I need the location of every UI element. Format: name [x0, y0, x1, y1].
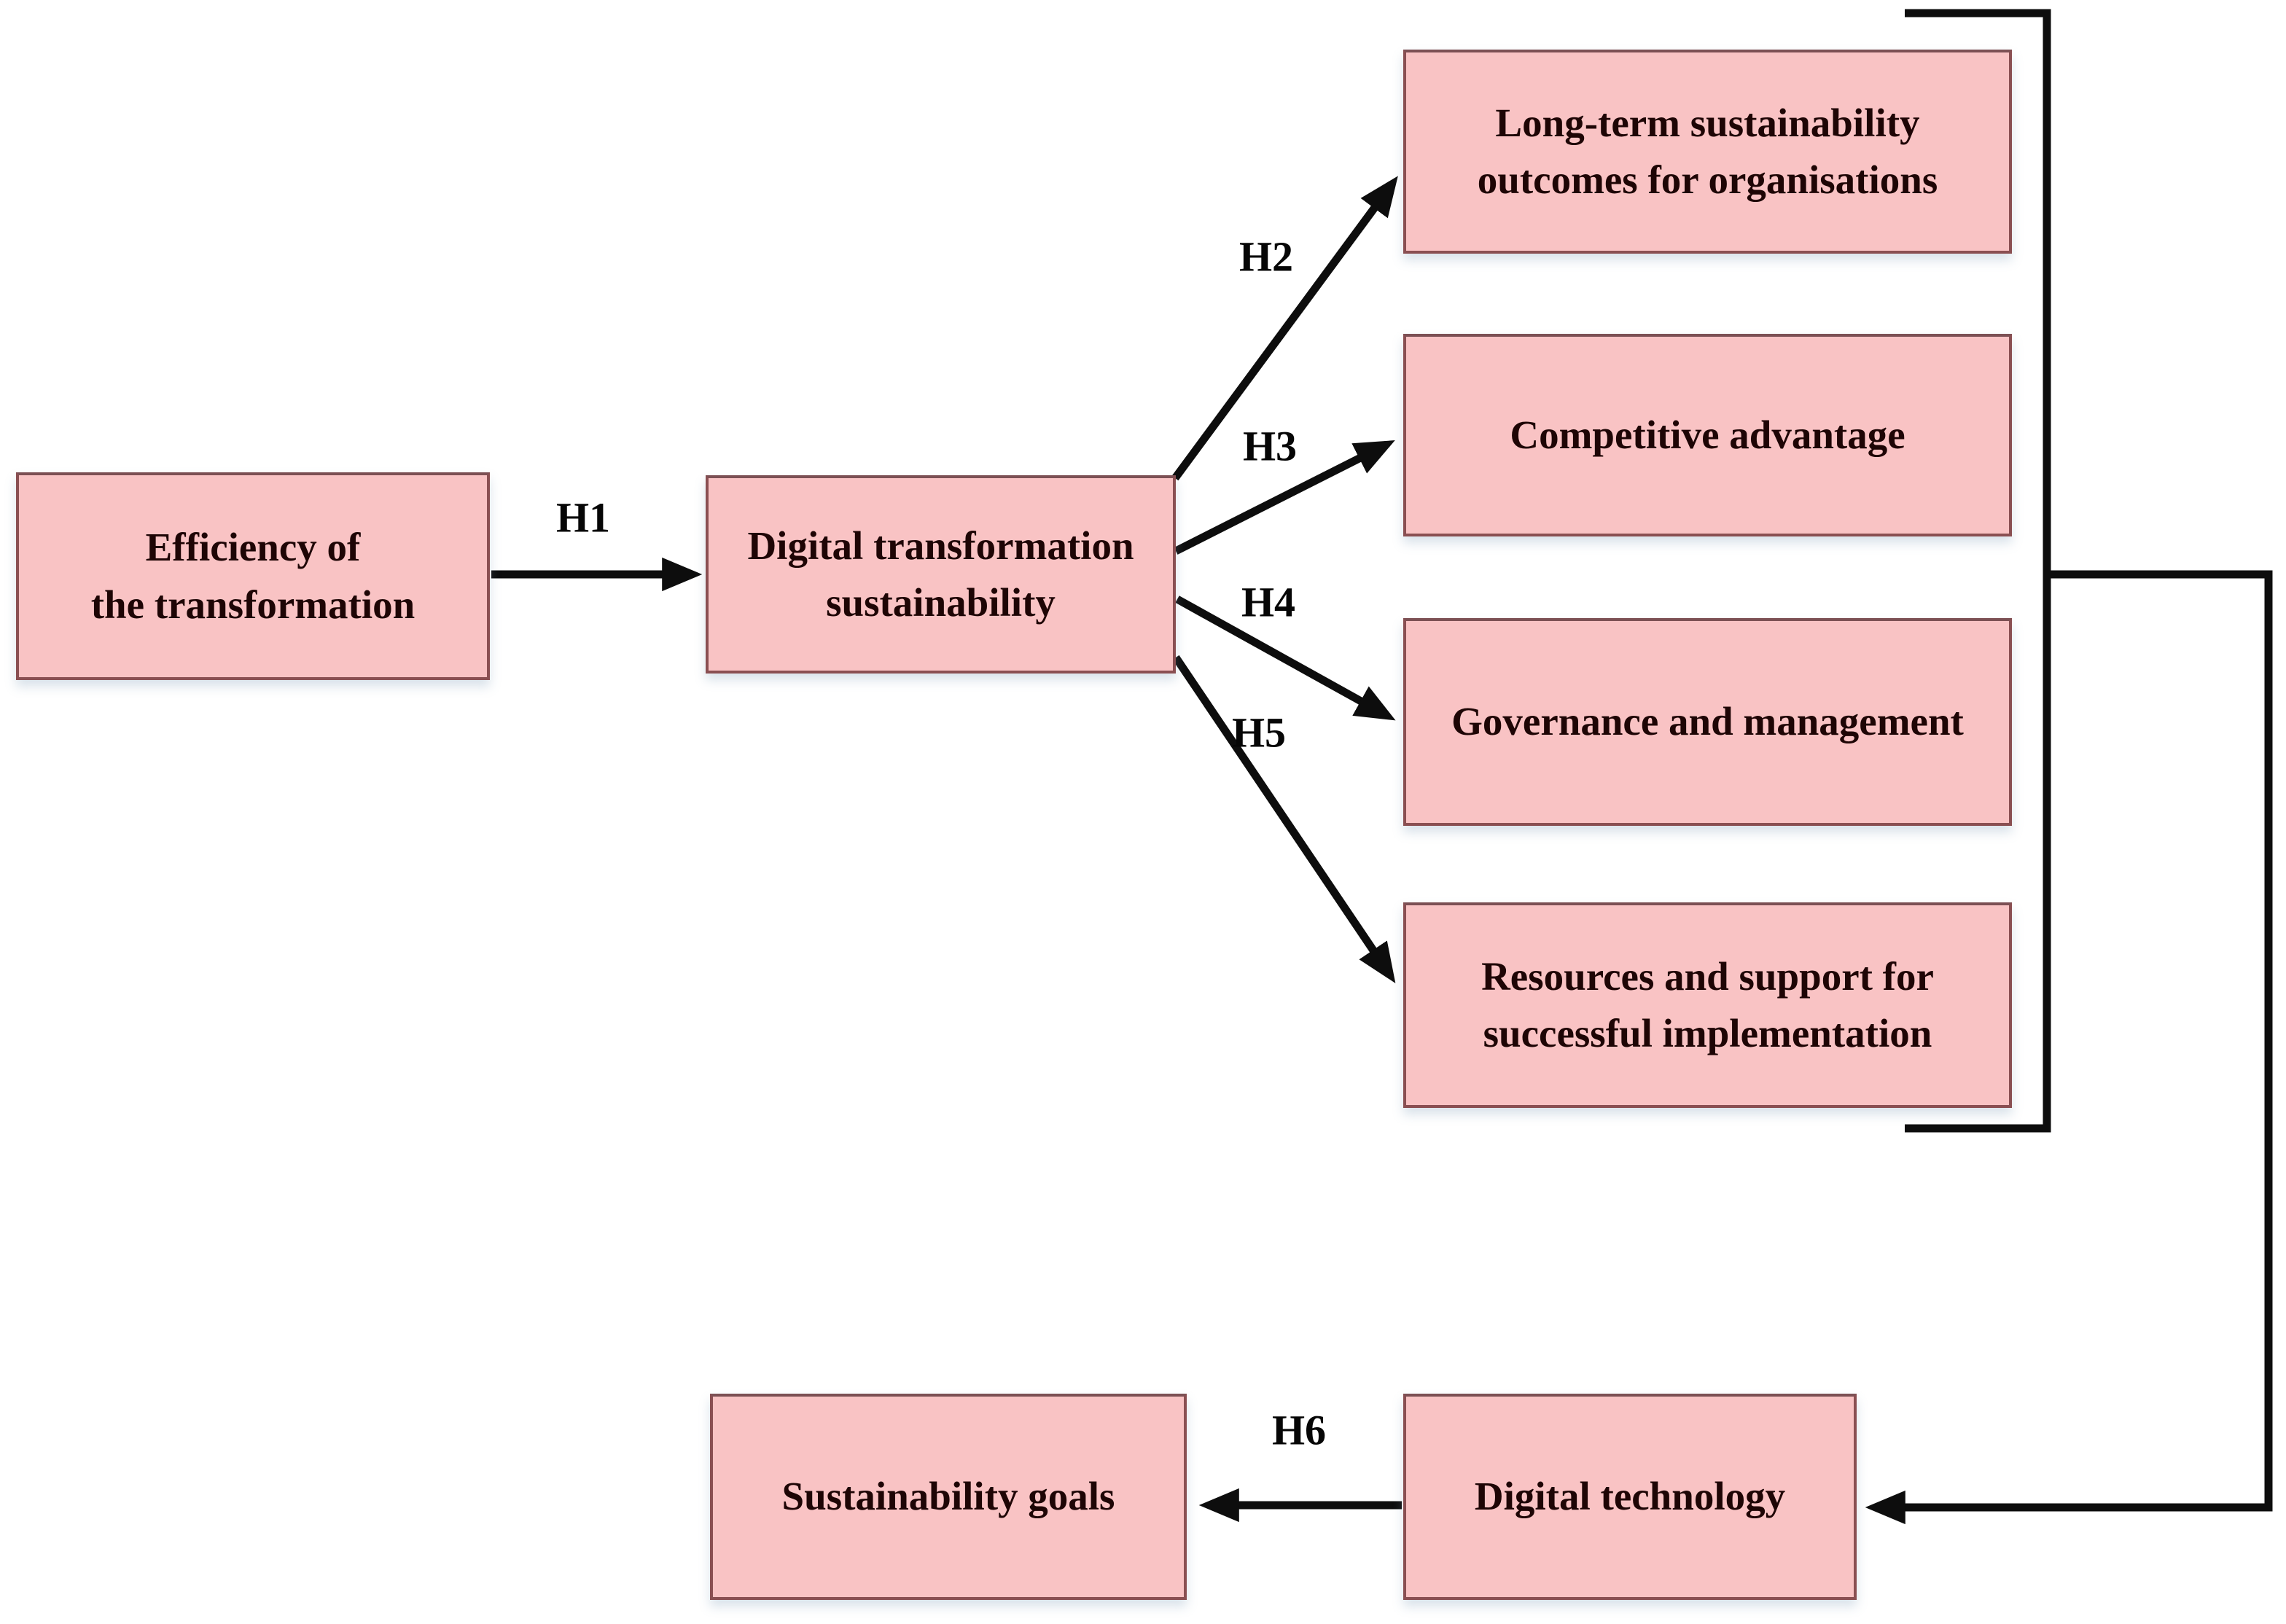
label-h6: H6 — [1271, 1406, 1327, 1454]
label-h3: H3 — [1242, 422, 1298, 470]
h5-arrow — [1172, 655, 1396, 983]
box-competitive-advantage: Competitive advantage — [1403, 334, 2012, 536]
box-resources-and-support: Resources and support for successful imp… — [1403, 902, 2012, 1108]
box-digital-technology: Digital technology — [1403, 1394, 1857, 1600]
box-governance-and-management: Governance and management — [1403, 618, 2012, 826]
box-long-term-sustainability-outcomes: Long-term sustainability outcomes for or… — [1403, 50, 2012, 254]
label-h1: H1 — [555, 493, 611, 542]
label-h2: H2 — [1238, 233, 1294, 281]
box-sustainability-goals: Sustainability goals — [710, 1394, 1187, 1600]
box-efficiency-of-transformation: Efficiency of the transformation — [16, 472, 490, 680]
label-h5: H5 — [1231, 708, 1287, 757]
label-h4: H4 — [1241, 578, 1296, 626]
box-digital-transformation-sustainability: Digital transformation sustainability — [706, 475, 1176, 674]
